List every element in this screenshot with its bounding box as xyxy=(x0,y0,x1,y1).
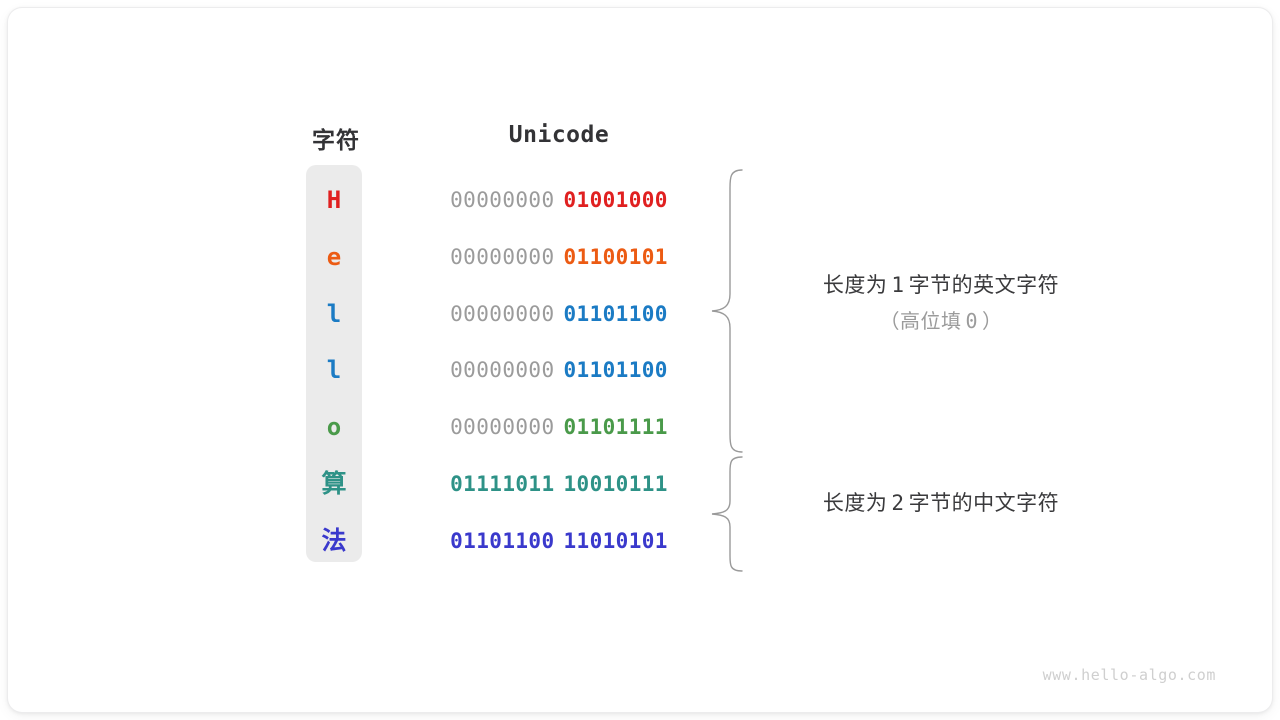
note1-sub-number: 0 xyxy=(965,309,979,333)
brace-double-byte xyxy=(711,456,743,572)
note1-text-before: 长度为 xyxy=(822,273,888,297)
note1-sub-before: （高位填 xyxy=(879,309,962,333)
brace-single-byte xyxy=(711,169,743,453)
high-byte: 01111011 xyxy=(450,472,555,496)
low-byte: 10010111 xyxy=(563,472,668,496)
column-header-character: 字符 xyxy=(312,128,360,154)
high-byte: 01101100 xyxy=(450,528,555,553)
low-byte: 01001000 xyxy=(563,188,668,212)
unicode-binary-row: 00000000 01101100 xyxy=(426,355,692,385)
character-cell: 算 xyxy=(321,469,347,498)
low-byte: 01100101 xyxy=(563,244,668,269)
column-header-unicode: Unicode xyxy=(508,122,610,148)
note2-text-before: 长度为 xyxy=(822,491,888,515)
character-cell: 法 xyxy=(321,525,347,555)
watermark: www.hello-algo.com xyxy=(1042,666,1216,684)
high-byte: 00000000 xyxy=(450,244,555,269)
note1-sub-after: ） xyxy=(982,309,1003,333)
note1-number: 1 xyxy=(891,273,905,297)
note2-text-after: 字节的中文字符 xyxy=(908,491,1060,515)
high-byte: 00000000 xyxy=(450,301,555,326)
low-byte: 01101100 xyxy=(563,301,668,326)
unicode-binary-row: 00000000 01001000 xyxy=(426,185,692,215)
unicode-binary-row: 01101100 11010101 xyxy=(426,526,692,556)
low-byte: 01101111 xyxy=(563,415,668,440)
character-column-panel xyxy=(306,165,362,562)
high-byte: 00000000 xyxy=(450,358,555,383)
high-byte: 00000000 xyxy=(450,415,555,440)
character-cell: l xyxy=(326,299,342,328)
unicode-binary-row: 00000000 01101111 xyxy=(426,412,692,442)
character-cell: e xyxy=(326,242,342,271)
low-byte: 11010101 xyxy=(563,528,668,553)
note1-text-after: 字节的英文字符 xyxy=(908,273,1060,297)
high-byte: 00000000 xyxy=(450,188,555,212)
note2-number: 2 xyxy=(891,491,905,515)
character-cell: o xyxy=(326,413,342,442)
character-cell: H xyxy=(326,186,342,214)
character-cell: l xyxy=(326,356,342,385)
low-byte: 01101100 xyxy=(563,358,668,383)
unicode-binary-row: 00000000 01101100 xyxy=(426,299,692,329)
unicode-binary-row: 00000000 01100101 xyxy=(426,242,692,272)
unicode-binary-row: 01111011 10010111 xyxy=(426,469,692,499)
